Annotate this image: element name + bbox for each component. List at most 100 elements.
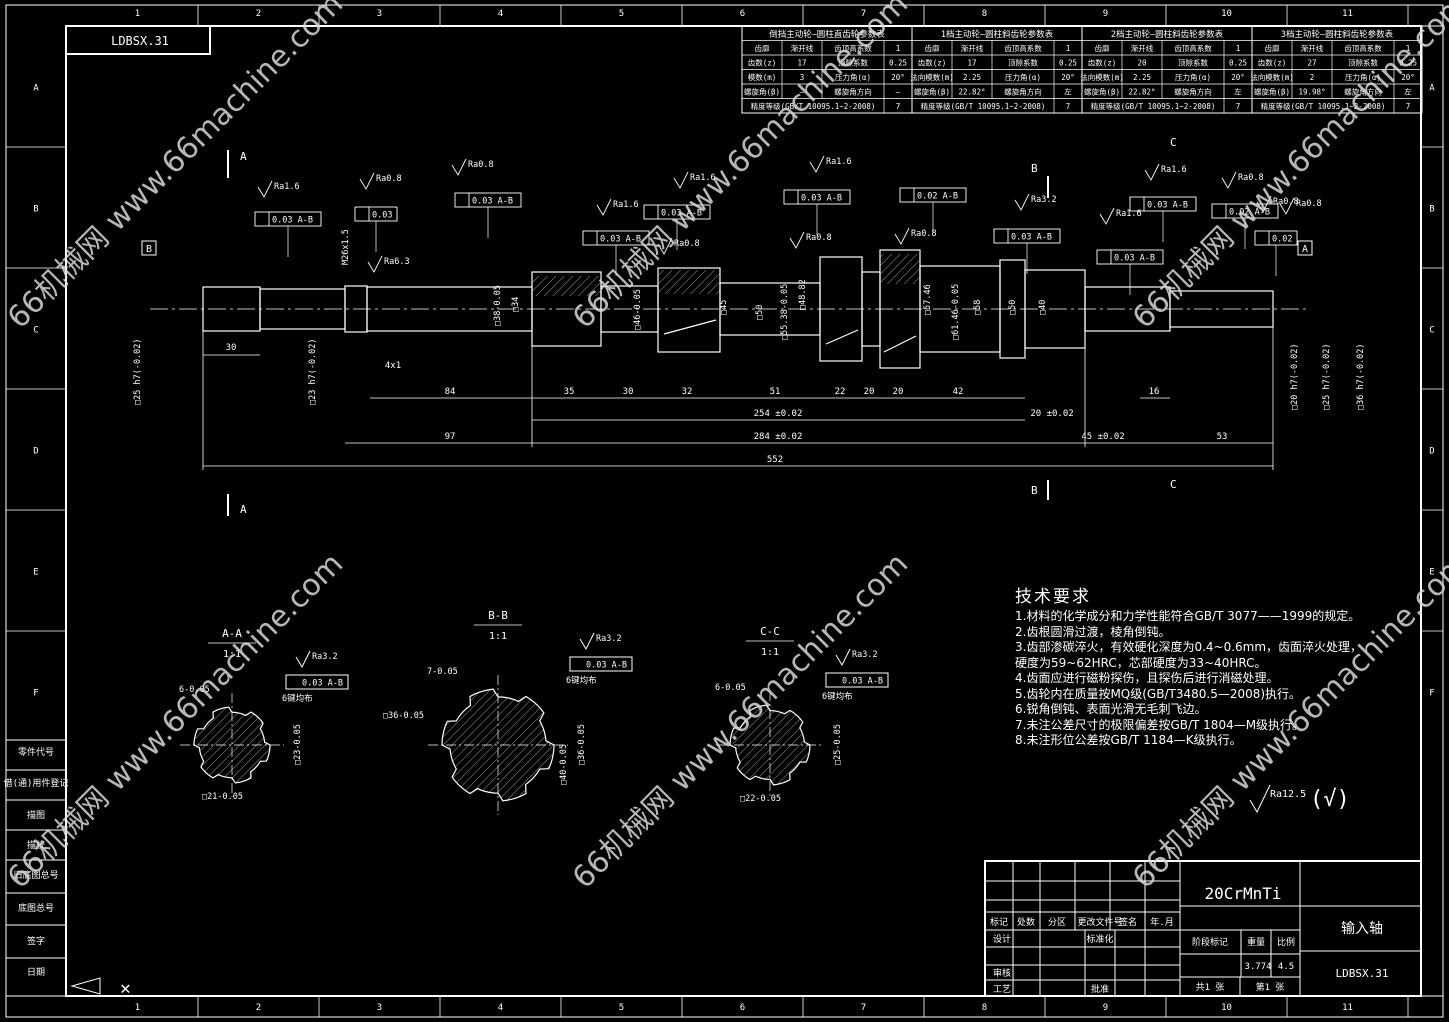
- gear-table-cell: 压力角(α): [1175, 72, 1211, 82]
- roughness-symbol: Ra0.8: [1221, 171, 1264, 189]
- gear-table-cell: 7: [896, 102, 901, 111]
- length-dimension: 30: [226, 343, 237, 353]
- tb-label: 年.月: [1150, 916, 1173, 928]
- roughness-symbol: Ra0.8: [894, 227, 937, 245]
- gear-table-cell: 19.98°: [1298, 88, 1325, 97]
- section-view: B-B1:17-0.05□36-0.05□36-0.05□40-0.05Ra3.…: [383, 609, 633, 815]
- tolerance-frame: 0.02 A-B: [1211, 203, 1279, 249]
- diameter-dimension: □25 h7(-0.02): [1322, 343, 1332, 410]
- watermark: 66机械网 www.66machine.com: [1, 0, 350, 336]
- material-text: 20CrMnTi: [1204, 884, 1281, 903]
- strip-label: 描校: [27, 839, 45, 851]
- gear-table-cell: 22.82°: [1128, 88, 1155, 97]
- zone-col-label: 4: [498, 9, 503, 19]
- diameter-dimension: □55.38-0.05: [780, 284, 790, 340]
- other-roughness-text: (√): [1310, 787, 1350, 812]
- length-dimension: 97: [445, 432, 456, 442]
- zone-row-label: A: [1429, 84, 1435, 94]
- gear-table-cell: 齿廓: [925, 43, 940, 53]
- roughness-symbol: Ra0.8: [1256, 195, 1299, 213]
- roughness-symbol: Ra1.6: [596, 198, 639, 216]
- datum-b-label: B: [146, 244, 152, 255]
- tech-item: 4.齿面应进行磁粉探伤，且探伤后进行消磁处理。: [1015, 671, 1279, 685]
- tolerance-value: 0.03 A-B: [801, 194, 842, 204]
- roughness-symbol: Ra0.8: [1279, 197, 1322, 215]
- gear-table-title: 2档主动轮—圆柱斜齿轮参数表: [1111, 29, 1224, 40]
- section-dim: 6-0.05: [179, 685, 210, 695]
- zone-col-label: 5: [619, 9, 624, 19]
- section-scale: 1:1: [223, 649, 241, 660]
- tolerance-value: 0.03 A-B: [1147, 201, 1188, 211]
- gear-table-cell: 0.25: [1229, 59, 1247, 68]
- section-title: B-B: [488, 609, 508, 622]
- code-box-text: LDBSX.31: [111, 34, 169, 48]
- tolerance-frame: 0.03 A-B: [582, 230, 650, 276]
- length-dimension: 552: [767, 455, 783, 465]
- tb-label: 阶段标记: [1192, 936, 1228, 948]
- section-scale: 1:1: [761, 647, 779, 658]
- roughness-value: Ra0.8: [911, 229, 937, 239]
- roughness-value: Ra1.6: [274, 182, 300, 192]
- tolerance-frame: 0.03 A-B: [1129, 196, 1197, 242]
- section-mark: B: [1031, 484, 1038, 497]
- tolerance-frame: 0.03 A-B: [1096, 249, 1164, 295]
- zone-row-label: F: [1429, 689, 1434, 699]
- zone-col-label: 11: [1342, 9, 1353, 19]
- gear-table-cell: 7: [1236, 102, 1241, 111]
- tb-label: 审核: [993, 967, 1011, 979]
- gear-table-cell: 螺旋角方向: [1344, 87, 1382, 97]
- tb-label: 设计: [993, 933, 1011, 945]
- zone-col-label: 10: [1221, 9, 1232, 19]
- tb-label: 签名: [1119, 916, 1137, 928]
- gear-table-cell: 22.82°: [958, 88, 985, 97]
- length-dimension: 16: [1149, 387, 1160, 397]
- tolerance-value: 0.03 A-B: [1011, 233, 1052, 243]
- strip-label: 底图总号: [18, 902, 54, 914]
- length-dimension: 20: [864, 387, 875, 397]
- gear-table-title: 1档主动轮—圆柱斜齿轮参数表: [941, 29, 1054, 40]
- gear-table-cell: 齿数(z): [1088, 58, 1117, 68]
- section-note: 6键均布: [282, 693, 313, 704]
- roughness-symbol: Ra0.8: [359, 172, 402, 190]
- section-tolerance: 0.03 A-B: [302, 679, 343, 689]
- tech-item: 1.材料的化学成分和力学性能符合GB/T 3077——1999的规定。: [1015, 609, 1361, 623]
- length-dimension: 284 ±0.02: [754, 432, 803, 442]
- tolerance-frame: 0.03: [354, 206, 398, 252]
- gear-table-cell: 17: [797, 59, 806, 68]
- tolerance-frame: 0.03 A-B: [783, 189, 851, 235]
- roughness-value: Ra3.2: [1031, 195, 1057, 205]
- tech-item: 7.未注公差尺寸的极限偏差按GB/T 1804—M级执行。: [1015, 717, 1305, 732]
- section-dim: 7-0.05: [427, 667, 458, 677]
- roughness-symbol: Ra3.2: [1014, 193, 1057, 211]
- gear-table-cell: 法向模数(m): [1080, 72, 1124, 82]
- zone-col-label: 4: [498, 1003, 503, 1013]
- tech-item: 8.未注形位公差按GB/T 1184—K级执行。: [1015, 733, 1242, 747]
- tolerance-frame: 0.03 A-B: [993, 228, 1061, 274]
- datum-a-label: A: [1302, 244, 1308, 255]
- tolerance-value: 0.03 A-B: [1114, 254, 1155, 264]
- gear-table-cell: 螺旋角(β): [914, 87, 950, 97]
- diameter-dimension: □46-0.05: [633, 289, 643, 330]
- diameter-dimension: □48.82: [798, 279, 808, 310]
- diameter-dimension: □36 h7(-0.02): [1356, 343, 1366, 410]
- zone-col-label: 8: [982, 9, 987, 19]
- gear-table-cell: —: [800, 88, 805, 97]
- gear-table-cell: 齿顶高系数: [1004, 43, 1042, 53]
- gear-table-cell: 精度等级(GB/T 10095.1~2-2008): [751, 101, 876, 111]
- diameter-dimension: □50: [755, 305, 765, 320]
- title-block-text: 20CrMnTi 输入轴 LDBSX.31 3.774 4.5 共1 张 第1 …: [990, 884, 1389, 995]
- sheet-no: 第1 张: [1256, 981, 1285, 993]
- section-mark: C: [1170, 478, 1177, 491]
- dimension-lines: [202, 327, 1274, 470]
- length-dimension: 32: [682, 387, 693, 397]
- roughness-symbol: Ra1.6: [1144, 163, 1187, 181]
- gear-table-title: 3档主动轮—圆柱斜齿轮参数表: [1281, 29, 1394, 40]
- zone-row-label: D: [1429, 447, 1434, 457]
- roughness-value: Ra1.6: [1161, 165, 1187, 175]
- diameter-dimension: □34: [511, 297, 521, 312]
- code-box: [65, 25, 211, 55]
- technical-requirements: 技术要求 1.材料的化学成分和力学性能符合GB/T 3077——1999的规定。…: [1015, 582, 1435, 749]
- roughness-value: Ra1.6: [1116, 209, 1142, 219]
- general-roughness-text: Ra12.5: [1270, 789, 1306, 800]
